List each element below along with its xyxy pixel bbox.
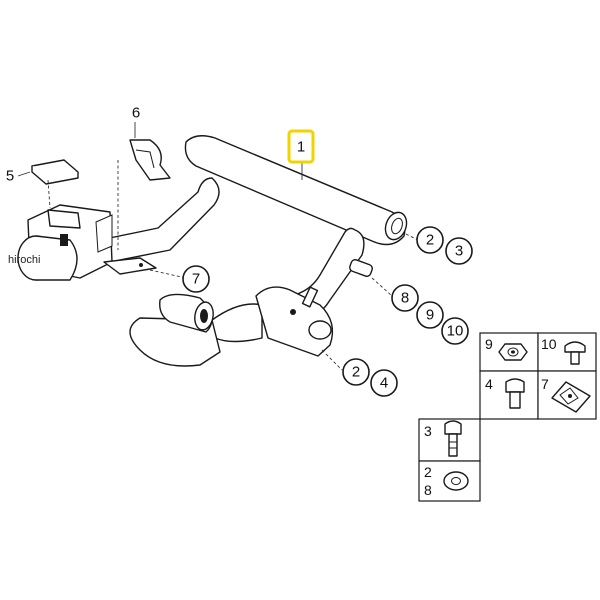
hw-num-2: 2 — [424, 464, 432, 480]
label-part-6: 6 — [132, 105, 140, 122]
label-part-5: 5 — [6, 168, 14, 185]
callout-10-label: 10 — [447, 323, 464, 340]
callout-3-upper: 3 — [445, 237, 473, 265]
clip-part-6 — [129, 139, 171, 181]
hw-cell-4 — [479, 370, 539, 420]
spacer-sleeve — [349, 259, 373, 277]
hw-num-9: 9 — [485, 336, 493, 352]
mount-tab-part-7 — [103, 257, 157, 275]
callout-2-lower: 2 — [342, 358, 370, 386]
callout-7-label: 7 — [192, 271, 200, 288]
callout-9-label: 9 — [426, 307, 434, 324]
hw-num-3: 3 — [424, 423, 432, 439]
callout-4: 4 — [370, 369, 398, 397]
callout-8: 8 — [391, 284, 419, 312]
part-1-highlight: 1 — [287, 129, 315, 164]
frame-crossbar — [184, 135, 408, 246]
long-bolt-icon — [444, 420, 462, 457]
callout-9: 9 — [416, 301, 444, 329]
label-part-1: 1 — [297, 139, 305, 156]
callout-8-label: 8 — [401, 290, 409, 307]
callout-10: 10 — [441, 317, 469, 345]
callout-4-label: 4 — [380, 375, 388, 392]
washer-icon — [443, 471, 469, 491]
watermark: hirochi — [8, 254, 40, 266]
bolt-icon — [505, 378, 525, 409]
hw-num-7: 7 — [541, 376, 549, 392]
hw-num-4: 4 — [485, 376, 493, 392]
callout-2-upper-label: 2 — [426, 232, 434, 249]
right-mount-bracket — [255, 286, 334, 357]
leader-lines — [17, 122, 419, 371]
callout-3-upper-label: 3 — [455, 243, 463, 260]
hw-num-8: 8 — [424, 482, 432, 498]
highlight-box — [287, 129, 315, 164]
callout-2-upper: 2 — [416, 226, 444, 254]
callout-7: 7 — [182, 265, 210, 293]
nut-icon — [498, 343, 528, 361]
clip-nut-icon — [551, 381, 591, 413]
callout-2-lower-label: 2 — [352, 364, 360, 381]
hw-num-10: 10 — [541, 336, 557, 352]
left-bumper — [159, 293, 214, 333]
left-mount-bracket — [17, 204, 113, 281]
hardware-table: 9 10 4 7 3 2 8 — [418, 332, 597, 502]
rubber-pad-part-5 — [31, 159, 79, 185]
button-head-bolt-icon — [564, 341, 586, 365]
